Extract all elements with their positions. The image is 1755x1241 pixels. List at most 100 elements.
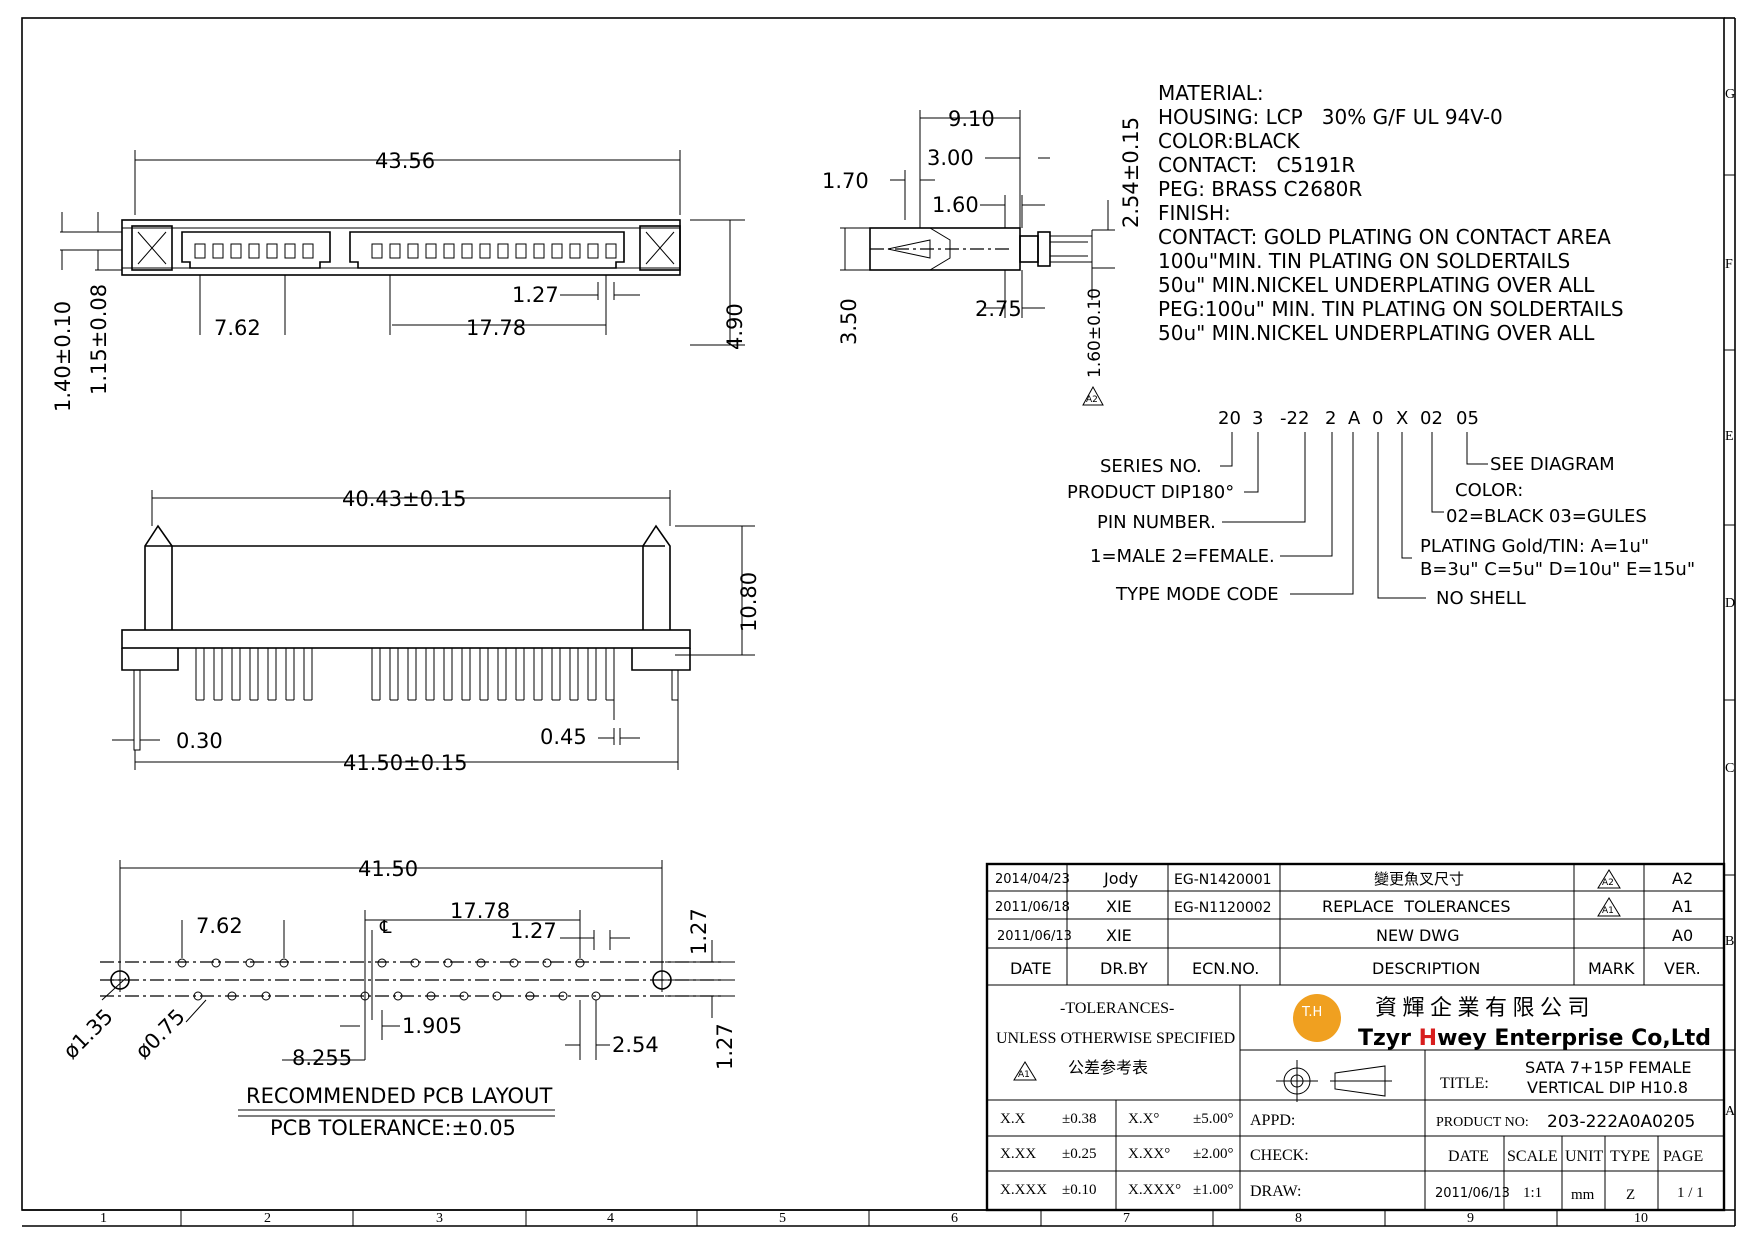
col-label: 4 xyxy=(607,1211,614,1226)
col-label: 7 xyxy=(1123,1211,1130,1226)
dim-d: 1.905 xyxy=(402,1014,462,1038)
note-line: 50u" MIN.NICKEL UNDERPLATING OVER ALL xyxy=(1158,321,1595,345)
company-logo-text: T.H xyxy=(1301,1005,1322,1020)
hdr-unit: UNIT xyxy=(1565,1148,1603,1165)
tol-ang-val: ±1.00° xyxy=(1193,1182,1233,1198)
row-label: B xyxy=(1725,934,1734,949)
dim-f: 2.54±0.15 xyxy=(1119,117,1143,228)
company-name-rest: wey Enterprise Co,Ltd xyxy=(1437,1026,1711,1051)
no-shell-label: NO SHELL xyxy=(1436,588,1526,609)
rev-ecn: EG-N1420001 xyxy=(1174,872,1272,888)
hdr-date: DATE xyxy=(1448,1148,1489,1165)
tol-key: X.X xyxy=(1000,1111,1026,1127)
code-seg: 20 xyxy=(1218,408,1241,429)
note-line: COLOR:BLACK xyxy=(1158,129,1301,153)
dim-peg: 0.45 xyxy=(540,725,587,749)
col-label: 2 xyxy=(264,1211,271,1226)
page-value: 1 / 1 xyxy=(1677,1185,1704,1201)
color-title: COLOR: xyxy=(1455,480,1523,501)
tol-ang-val: ±5.00° xyxy=(1193,1111,1233,1127)
material-notes: MATERIAL: HOUSING: LCP 30% G/F UL 94V-0 … xyxy=(1158,81,1624,345)
plating-a: PLATING Gold/TIN: A=1u" xyxy=(1420,536,1649,557)
series-label: SERIES NO. xyxy=(1100,456,1202,477)
dim-top: 40.43±0.15 xyxy=(342,487,466,511)
dim-c: 1.60 xyxy=(932,193,979,217)
rev-triangle-icon xyxy=(1597,869,1621,889)
dim-pin-pitch: 1.27 xyxy=(512,283,559,307)
dim-pin: 0.30 xyxy=(176,729,223,753)
tol-triangle-icon xyxy=(1013,1061,1037,1081)
company-name-en: Tzyr Hwey Enterprise Co,Ltd xyxy=(1358,1026,1711,1051)
col-label: 9 xyxy=(1467,1211,1474,1226)
row-label: A xyxy=(1725,1104,1736,1119)
dim-h: 1.27 xyxy=(713,1023,737,1070)
note-line: 50u" MIN.NICKEL UNDERPLATING OVER ALL xyxy=(1158,273,1595,297)
revision-row: 2011/06/18 XIE EG-N1120002 REPLACE TOLER… xyxy=(995,897,1693,917)
center-mark: ℄ xyxy=(379,917,392,938)
rev-desc: NEW DWG xyxy=(1376,926,1460,945)
tol-val: ±0.10 xyxy=(1062,1182,1096,1198)
title-line2: VERTICAL DIP H10.8 xyxy=(1527,1078,1688,1097)
dim-peg-a: 1.40±0.10 xyxy=(51,301,75,412)
revision-row: 2014/04/23 Jody EG-N1420001 變更魚叉尺寸 A2 A2 xyxy=(995,869,1693,889)
dim-e: 2.75 xyxy=(975,297,1022,321)
company-name-prefix: Tzyr xyxy=(1358,1026,1419,1051)
side-view: 9.10 3.00 1.70 1.60 3.50 2.75 2.54±0.15 … xyxy=(822,107,1143,406)
projection-icon xyxy=(1276,1060,1392,1102)
rev-triangle-icon xyxy=(1082,385,1104,406)
code-seg: 05 xyxy=(1456,408,1479,429)
hole-small: ø0.75 xyxy=(131,1004,190,1063)
hdr-ver: VER. xyxy=(1664,959,1701,978)
rev-mark: A1 xyxy=(1602,906,1614,916)
tol-line1: UNLESS OTHERWISE SPECIFIED xyxy=(996,1030,1235,1047)
col-label: 6 xyxy=(951,1211,958,1226)
hdr-type: TYPE xyxy=(1610,1148,1650,1165)
hdr-by: DR.BY xyxy=(1100,959,1148,978)
plating-b: B=3u" C=5u" D=10u" E=15u" xyxy=(1420,559,1695,580)
dim-peg-b: 1.15±0.08 xyxy=(87,284,111,395)
dim-pitch-a: 7.62 xyxy=(214,316,261,340)
tol-key: X.XXX xyxy=(1000,1182,1047,1198)
hdr-page: PAGE xyxy=(1663,1148,1703,1165)
dim-c: 1.27 xyxy=(510,919,557,943)
revision-table: 2014/04/23 Jody EG-N1420001 變更魚叉尺寸 A2 A2… xyxy=(995,869,1701,978)
type-value: Z xyxy=(1626,1187,1635,1203)
code-seg: A xyxy=(1348,408,1361,429)
dim-b: 1.70 xyxy=(822,169,869,193)
tol-ang-key: X.X° xyxy=(1128,1111,1159,1127)
col-label: 3 xyxy=(436,1211,443,1226)
scale-value: 1:1 xyxy=(1523,1185,1542,1201)
pcb-layout: 41.50 7.62 17.78 1.27 1.905 8.255 2.54 1… xyxy=(59,857,737,1140)
top-view: 43.56 7.62 17.78 1.27 4.90 1.40±0.10 1.1… xyxy=(51,149,747,412)
title-block: 2014/04/23 Jody EG-N1420001 變更魚叉尺寸 A2 A2… xyxy=(985,862,1726,1212)
dim-overall: 43.56 xyxy=(375,149,435,173)
part-code-legend: 20 3 -22 2 A 0 X 02 05 SERIES NO. PRODUC… xyxy=(1067,408,1695,609)
color-values: 02=BLACK 03=GULES xyxy=(1446,506,1647,527)
rev-desc: REPLACE TOLERANCES xyxy=(1322,897,1510,916)
tol-val: ±0.38 xyxy=(1062,1111,1096,1127)
note-line: FINISH: xyxy=(1158,201,1231,225)
dim-a: 7.62 xyxy=(196,914,243,938)
row-label: F xyxy=(1725,257,1733,272)
product-label: PRODUCT NO: xyxy=(1436,1115,1529,1130)
note-line: PEG:100u" MIN. TIN PLATING ON SOLDERTAIL… xyxy=(1158,297,1624,321)
see-diagram-label: SEE DIAGRAM xyxy=(1490,454,1615,475)
col-label: 5 xyxy=(779,1211,786,1226)
dim-b: 17.78 xyxy=(450,899,510,923)
title-line1: SATA 7+15P FEMALE xyxy=(1525,1058,1691,1077)
note-line: MATERIAL: xyxy=(1158,81,1264,105)
tolerance-block: -TOLERANCES- UNLESS OTHERWISE SPECIFIED … xyxy=(996,1000,1235,1198)
row-label: C xyxy=(1725,761,1734,776)
company-logo xyxy=(1293,994,1341,1042)
dim-e: 8.255 xyxy=(292,1046,352,1070)
title-label: TITLE: xyxy=(1440,1075,1489,1092)
company-name-h: H xyxy=(1419,1026,1437,1051)
top-view-pins xyxy=(194,243,617,259)
dim-a: 3.00 xyxy=(927,146,974,170)
revision-header: DATE DR.BY ECN.NO. DESCRIPTION MARK VER. xyxy=(1010,959,1701,978)
code-seg: X xyxy=(1396,408,1408,429)
rev-date: 2011/06/13 xyxy=(997,929,1072,944)
code-seg: 3 xyxy=(1252,408,1263,429)
rev-triangle-icon xyxy=(1597,897,1621,917)
